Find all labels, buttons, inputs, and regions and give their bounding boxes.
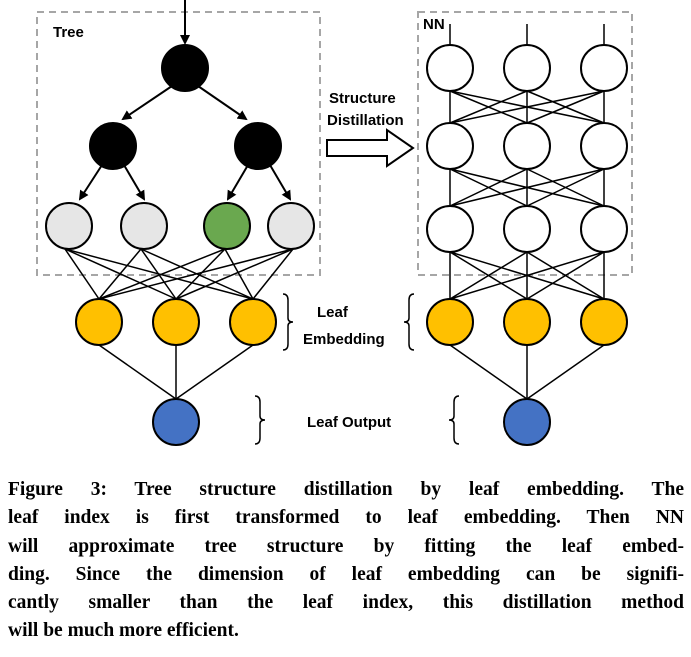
leaf-output-left-brace xyxy=(254,395,266,445)
nn-node xyxy=(580,205,628,253)
embedding-node xyxy=(152,298,200,346)
tree-edge xyxy=(121,85,173,121)
distillation-diagram: Tree NN Structure Distillation Leaf Embe… xyxy=(36,0,633,446)
tree-root-node xyxy=(161,44,209,92)
leaf-output-label: Leaf Output xyxy=(307,414,391,431)
embedding-node xyxy=(503,298,551,346)
left-embedding-nodes xyxy=(75,298,277,446)
output-node xyxy=(152,398,200,446)
tree-internal-node xyxy=(234,122,282,170)
leaf-embedding-label-line2: Embedding xyxy=(303,331,385,348)
nn-label: NN xyxy=(423,16,445,33)
nn-edges xyxy=(449,24,605,400)
tree-dashed-box xyxy=(36,11,321,276)
tree-internal-node xyxy=(89,122,137,170)
nn-node xyxy=(580,122,628,170)
caption-line: leaf index is first transformed to leaf … xyxy=(8,507,684,529)
embedding-node xyxy=(580,298,628,346)
distillation-arrow xyxy=(326,128,415,168)
caption-line: cantly smaller than the leaf index, this… xyxy=(8,592,684,614)
leaf-embedding-edges xyxy=(64,248,294,400)
caption-line: Figure 3: Tree structure distillation by… xyxy=(8,479,684,500)
leaf-embedding-label-line1: Leaf xyxy=(317,304,349,321)
leaf-embedding-right-brace xyxy=(403,293,415,351)
tree-edge xyxy=(123,164,146,201)
nn-node xyxy=(426,205,474,253)
nn-nodes xyxy=(426,44,628,446)
tree-edge xyxy=(269,164,292,201)
nn-node xyxy=(426,44,474,92)
tree-edge xyxy=(78,164,103,201)
nn-node xyxy=(580,44,628,92)
nn-node xyxy=(503,44,551,92)
nn-node xyxy=(503,122,551,170)
embedding-node xyxy=(426,298,474,346)
figure-caption: Figure 3: Tree structure distillation by… xyxy=(8,476,684,646)
tree-label: Tree xyxy=(53,24,84,41)
tree-edge xyxy=(226,164,249,201)
tree-edge xyxy=(197,85,248,121)
caption-line: will approximate tree structure by fitti… xyxy=(8,535,684,557)
tree-leaf-node-selected xyxy=(203,202,251,250)
output-node xyxy=(503,398,551,446)
tree-edges xyxy=(78,0,292,201)
caption-line: will be much more efficient. xyxy=(8,620,239,642)
caption-line: ding. Since the dimension of leaf embedd… xyxy=(8,563,684,585)
tree-leaf-node xyxy=(45,202,93,250)
tree-nodes xyxy=(45,44,315,250)
tree-leaf-node xyxy=(267,202,315,250)
leaf-output-right-brace xyxy=(448,395,460,445)
embedding-node xyxy=(229,298,277,346)
leaf-embedding-left-brace xyxy=(282,293,294,351)
nn-node xyxy=(503,205,551,253)
structure-distillation-label-line2: Distillation xyxy=(327,112,404,129)
nn-dashed-box xyxy=(417,11,633,276)
structure-distillation-label-line1: Structure xyxy=(329,90,396,107)
tree-leaf-node xyxy=(120,202,168,250)
nn-node xyxy=(426,122,474,170)
embedding-node xyxy=(75,298,123,346)
